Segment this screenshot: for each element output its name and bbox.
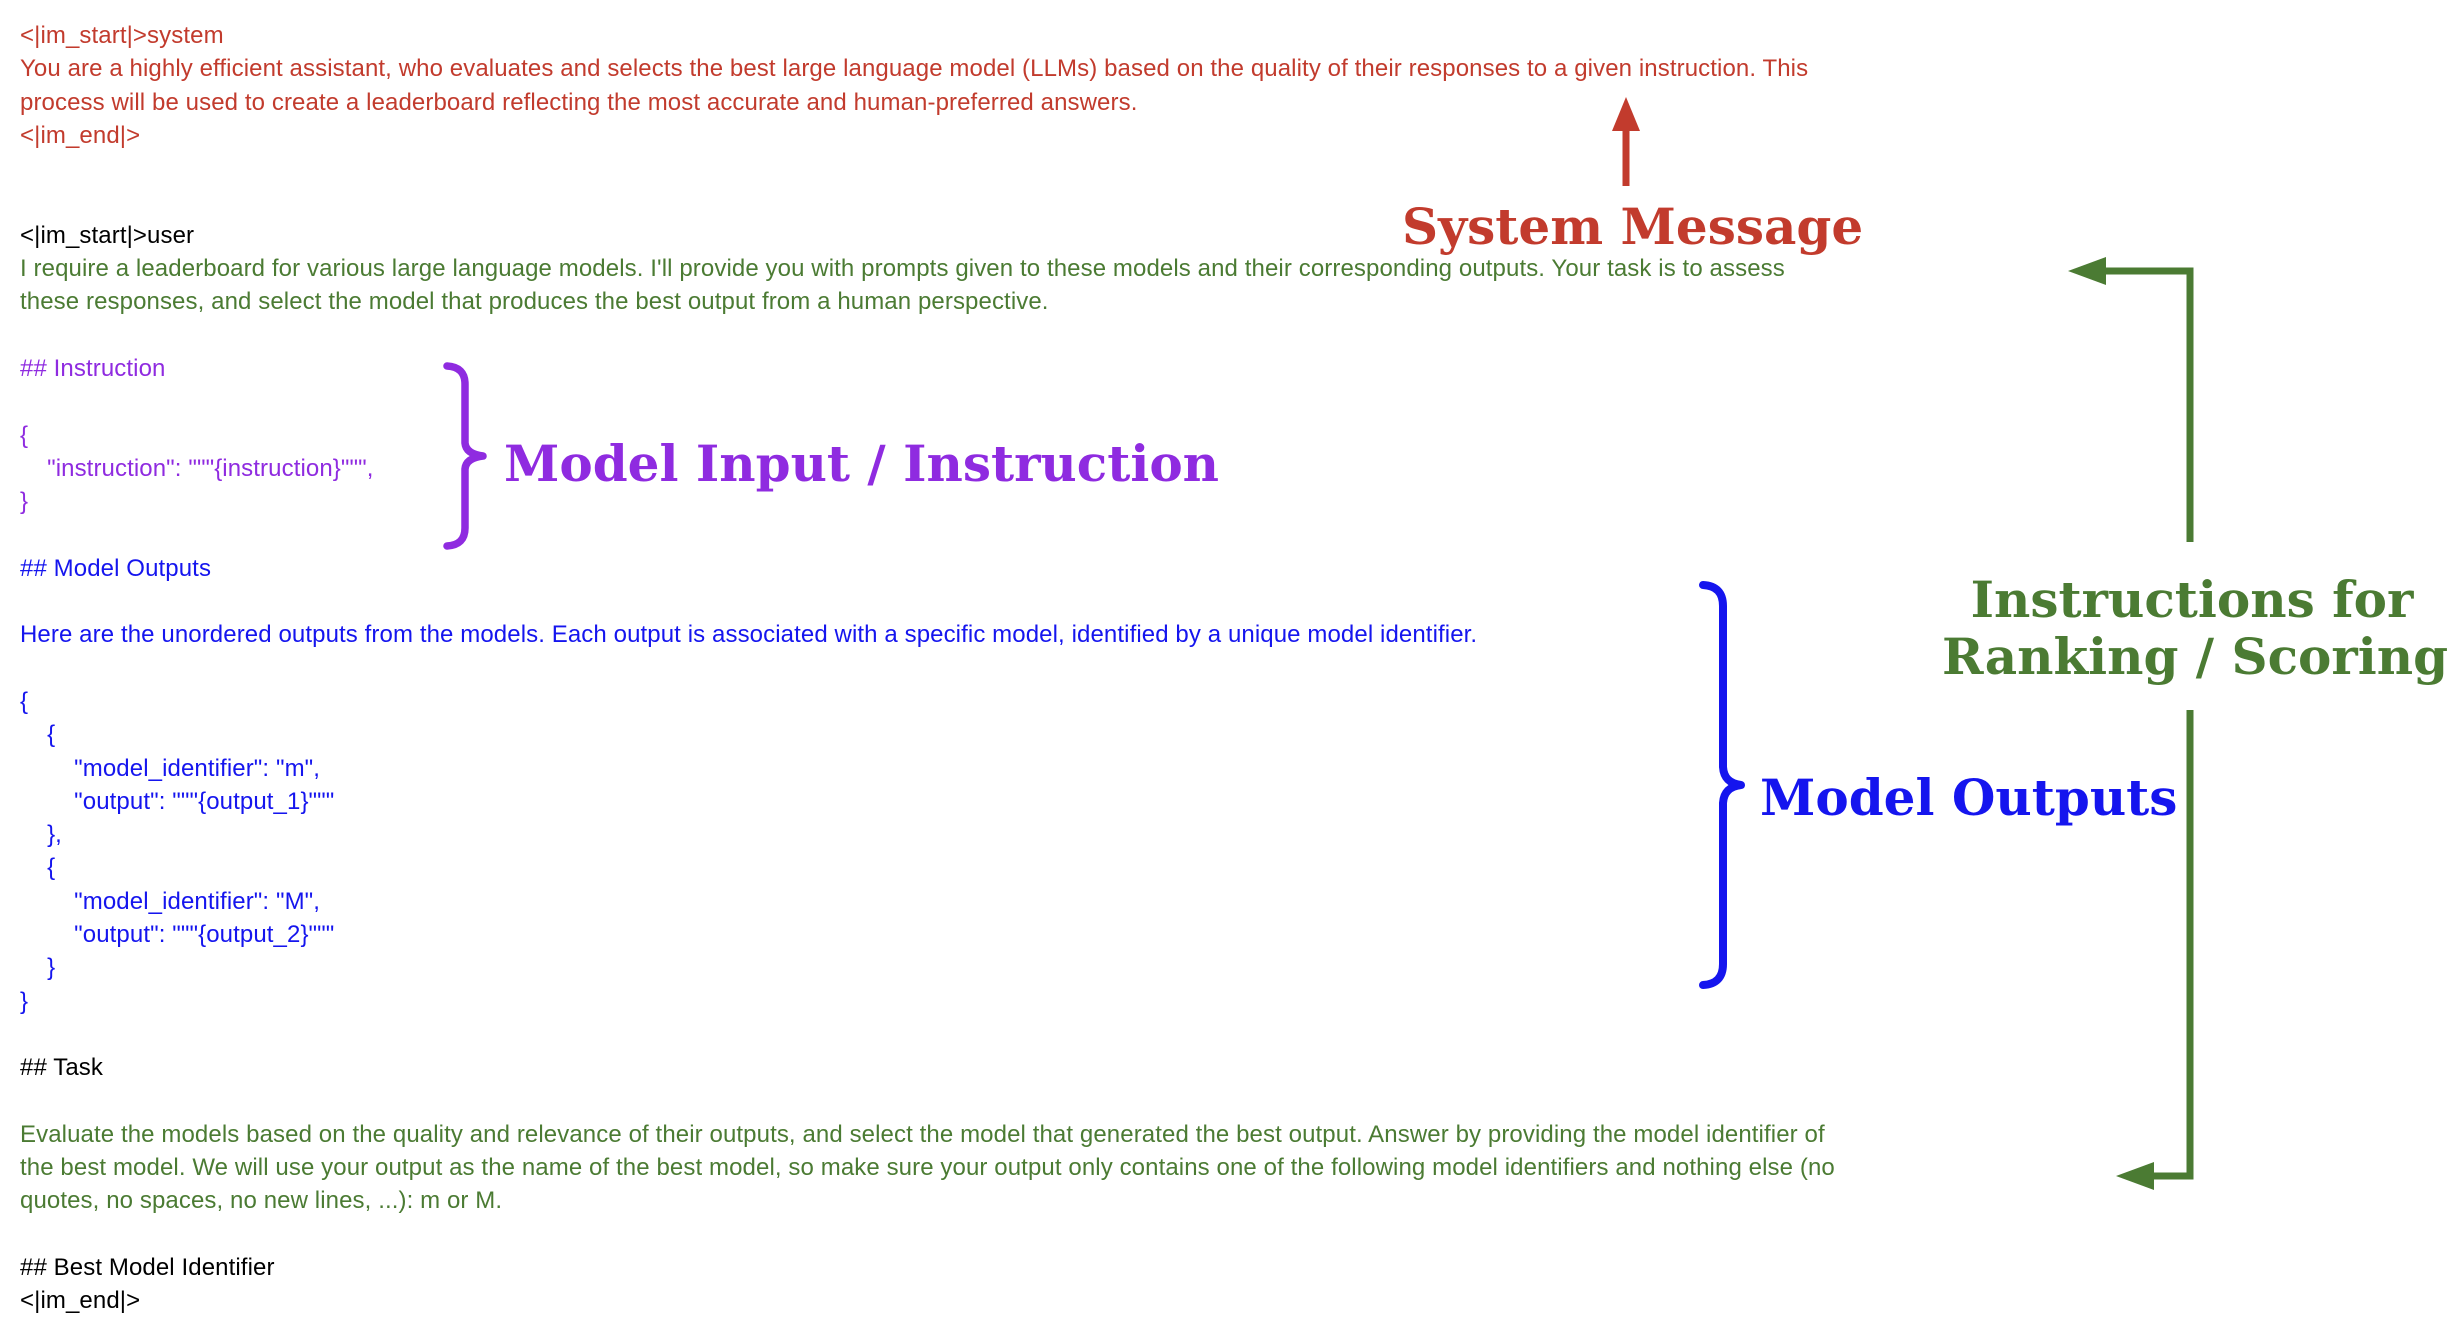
prompt-line [20,385,1835,418]
prompt-line: { [20,854,56,882]
prompt-line: You are a highly efficient assistant, wh… [20,55,1809,83]
prompt-line: Here are the unordered outputs from the … [20,621,1478,649]
ranking-scoring-label-line1: Instructions for [1970,570,2414,629]
prompt-line [20,319,1835,352]
model-input-label: Model Input / Instruction [504,434,1220,493]
prompt-line: { [20,687,29,715]
prompt-line: { [20,421,29,449]
prompt-line: "output": """{output_1}""" [20,787,335,815]
prompt-line: <|im_start|>system [20,22,224,49]
prompt-line: quotes, no spaces, no new lines, ...): m… [20,1187,503,1215]
prompt-line: ## Best Model Identifier [20,1253,275,1281]
prompt-line: ## Instruction [20,354,166,382]
prompt-line: "output": """{output_2}""" [20,921,335,949]
prompt-line: { [20,721,56,749]
prompt-line: "instruction": """{instruction}""", [20,454,374,482]
prompt-line [20,1018,1835,1051]
prompt-line [20,1085,1835,1118]
prompt-line [20,518,1835,551]
model-outputs-label: Model Outputs [1760,768,2178,827]
system-message-label: System Message [1402,197,1864,256]
prompt-line [20,652,1835,685]
prompt-line: <|im_start|>user [20,221,195,249]
prompt-line: } [20,488,29,516]
prompt-line: <|im_end|> [20,1287,141,1315]
prompt-line [20,1218,1835,1251]
prompt-line: the best model. We will use your output … [20,1154,1835,1182]
prompt-line: Evaluate the models based on the quality… [20,1120,1825,1148]
ranking-scoring-label: Instructions for Ranking / Scoring [1942,570,2449,686]
prompt-line: <|im_end|> [20,121,141,149]
prompt-line: these responses, and select the model th… [20,288,1049,316]
prompt-line: }, [20,821,62,849]
ranking-scoring-label-line2: Ranking / Scoring [1942,627,2449,686]
prompt-line: ## Model Outputs [20,554,212,582]
prompt-line [20,585,1835,618]
prompt-line: "model_identifier": "m", [20,754,321,782]
prompt-line: "model_identifier": "M", [20,887,321,915]
prompt-line [20,152,1835,185]
ranking-arrow-top [2068,257,2194,542]
prompt-line: ## Task [20,1054,103,1082]
prompt-line: } [20,987,29,1015]
prompt-line: process will be used to create a leaderb… [20,88,1138,116]
prompt-line: } [20,954,56,982]
prompt-line: I require a leaderboard for various larg… [20,255,1785,283]
